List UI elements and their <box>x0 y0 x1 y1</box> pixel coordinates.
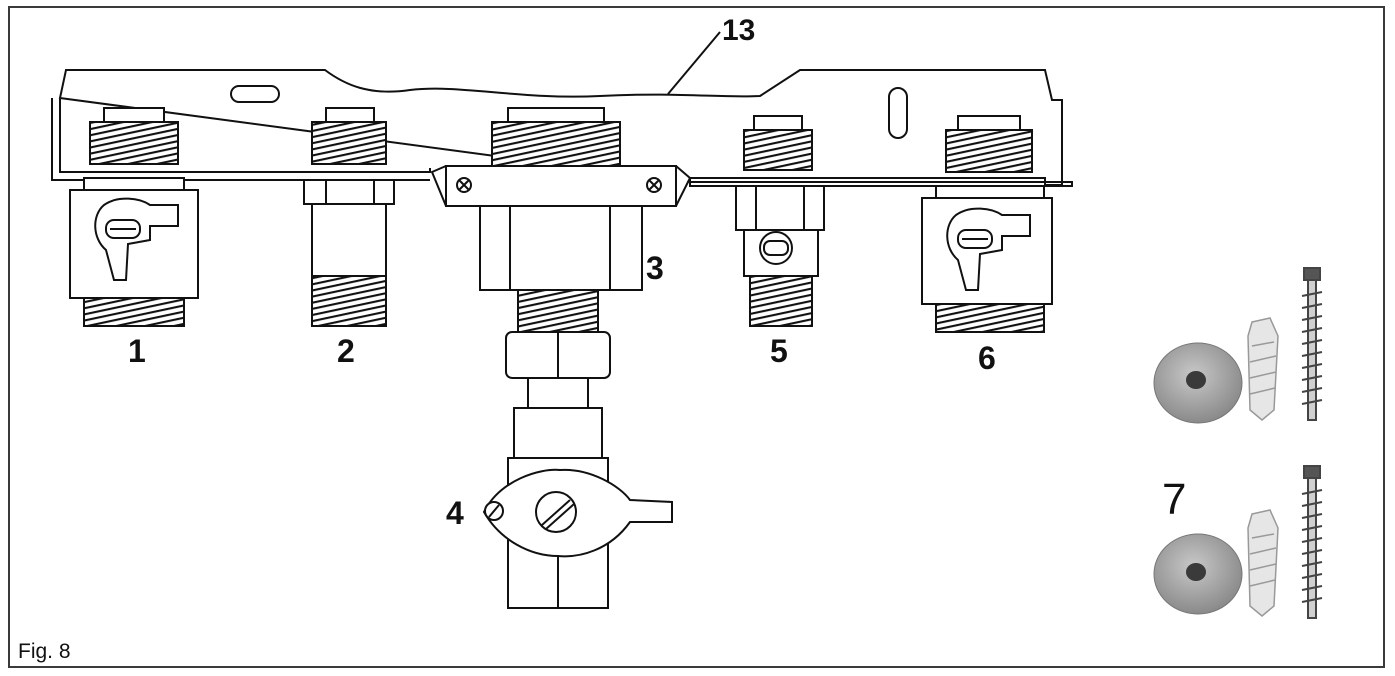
label-7: 7 <box>1162 475 1187 524</box>
valve-4 <box>482 468 673 558</box>
figure-frame <box>8 6 1385 668</box>
washer-icon <box>1153 342 1243 424</box>
label-2: 2 <box>337 333 355 369</box>
valve-6 <box>921 115 1053 333</box>
label-6: 6 <box>978 340 996 376</box>
label-3: 3 <box>646 250 664 286</box>
figure-caption: Fig. 8 <box>18 640 71 663</box>
leader-13 <box>667 31 721 95</box>
label-5: 5 <box>770 333 788 369</box>
bracket-slot-right <box>888 87 908 139</box>
valve-5 <box>735 115 825 327</box>
label-4: 4 <box>446 495 464 531</box>
label-1: 1 <box>128 333 146 369</box>
wall-plug-icon <box>1247 509 1279 617</box>
screw-icon <box>1301 267 1323 421</box>
bracket-slot-left <box>230 85 280 103</box>
valve-1 <box>69 107 199 327</box>
wall-plug-icon <box>1247 317 1279 421</box>
fitting-2 <box>303 107 395 327</box>
screw-icon <box>1301 465 1323 619</box>
valve-3 <box>430 107 692 609</box>
washer-icon <box>1153 533 1243 615</box>
fixing-kit-7 <box>1153 267 1323 619</box>
label-13: 13 <box>722 14 756 47</box>
